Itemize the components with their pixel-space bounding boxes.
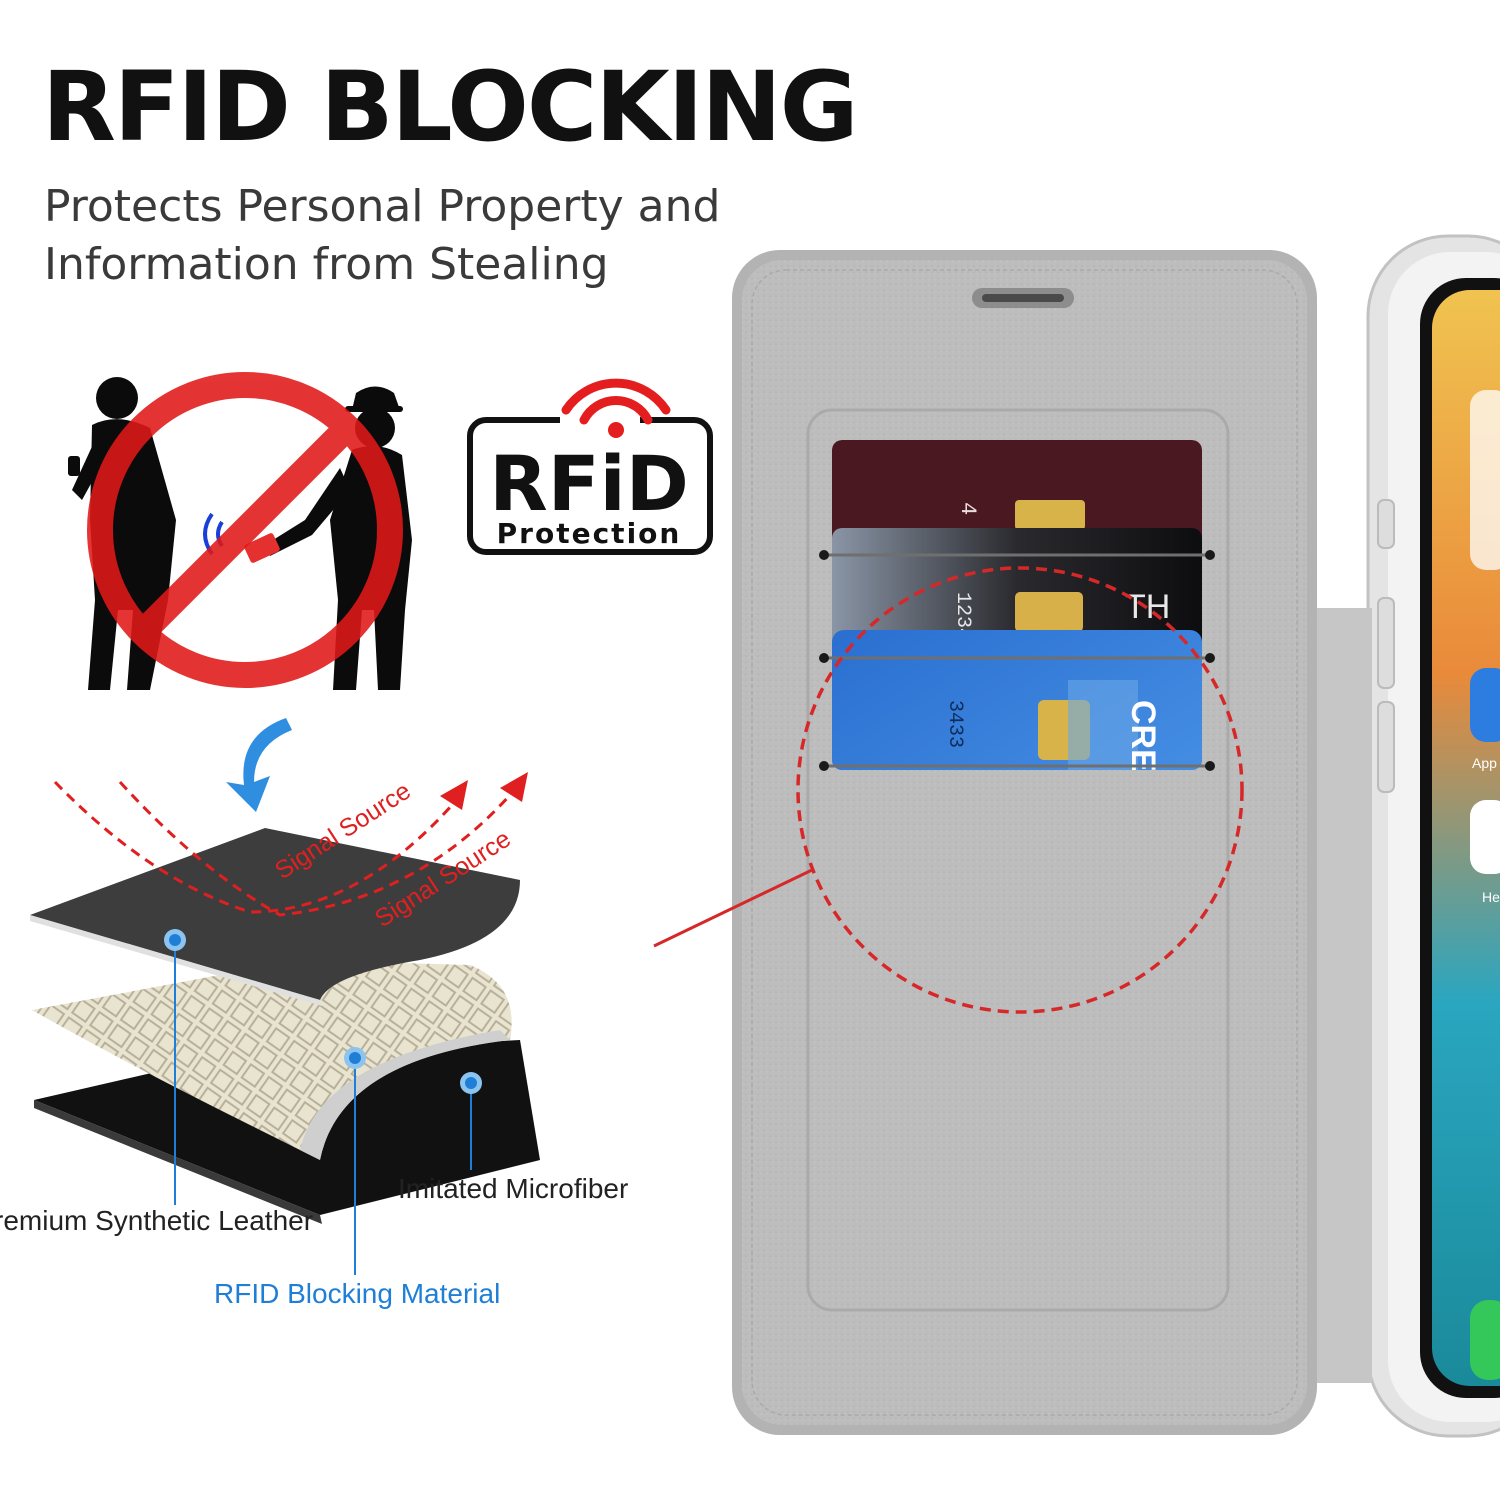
badge-subtitle: Protection xyxy=(497,517,682,550)
health-app-icon[interactable] xyxy=(1470,800,1500,874)
app-label-1: App xyxy=(1472,755,1497,771)
card1-digits: 4 xyxy=(955,502,980,515)
callout-leather xyxy=(164,929,186,1205)
card3-text: CRE xyxy=(1124,700,1162,772)
app-label-2: He xyxy=(1482,889,1500,905)
curved-arrow-icon xyxy=(226,718,292,812)
card2-digits: 1234 xyxy=(951,592,974,640)
case-spine xyxy=(1310,608,1372,1383)
rfid-layer-label: RFID Blocking Material xyxy=(214,1278,501,1309)
rfid-protection-badge: RFiD Protection xyxy=(467,378,713,555)
badge-title: RFiD xyxy=(489,439,689,528)
prohibited-sign-icon xyxy=(87,372,403,688)
volume-up-button[interactable] xyxy=(1377,597,1395,689)
leather-layer xyxy=(30,828,520,1000)
phone-case: App He xyxy=(653,234,1500,1438)
stolen-card-icon xyxy=(244,533,280,563)
highlight-circle xyxy=(796,566,1244,1014)
signal-path-lines xyxy=(53,780,520,917)
action-button[interactable] xyxy=(1377,499,1395,549)
subheadline-line-2: Information from Stealing xyxy=(44,239,609,290)
callout-rfid xyxy=(344,1047,366,1275)
rfid-blocking-layer xyxy=(32,960,512,1160)
subheadline-line-1: Protects Personal Property and xyxy=(44,181,721,232)
signal-arrow-head-1 xyxy=(440,780,468,810)
volume-down-button[interactable] xyxy=(1377,701,1395,793)
phone: App He xyxy=(1366,234,1500,1438)
thief-scene-graphic xyxy=(68,372,412,690)
headline: RFID BLOCKING xyxy=(42,51,859,163)
leather-layer-label: remium Synthetic Leather xyxy=(0,1205,314,1236)
card-slot-rivets xyxy=(819,550,1215,771)
app-store-icon[interactable] xyxy=(1470,668,1500,742)
subheadline: Protects Personal Property and Informati… xyxy=(44,178,804,294)
callout-microfiber xyxy=(460,1072,482,1170)
microfiber-layer-label: Imitated Microfiber xyxy=(398,1173,629,1204)
case-cover-inner xyxy=(742,260,1307,1425)
card-slot-edges xyxy=(822,553,1212,768)
phone-app-icon[interactable] xyxy=(1470,1300,1500,1380)
pointer-line xyxy=(653,868,813,948)
card-blue: CRE 3433 xyxy=(832,630,1202,772)
wifi-signal-icon xyxy=(561,378,671,425)
signal-arrow-head-2 xyxy=(500,772,528,802)
card-pocket-panel xyxy=(806,408,1230,1312)
card3-digits: 3433 xyxy=(943,700,966,748)
